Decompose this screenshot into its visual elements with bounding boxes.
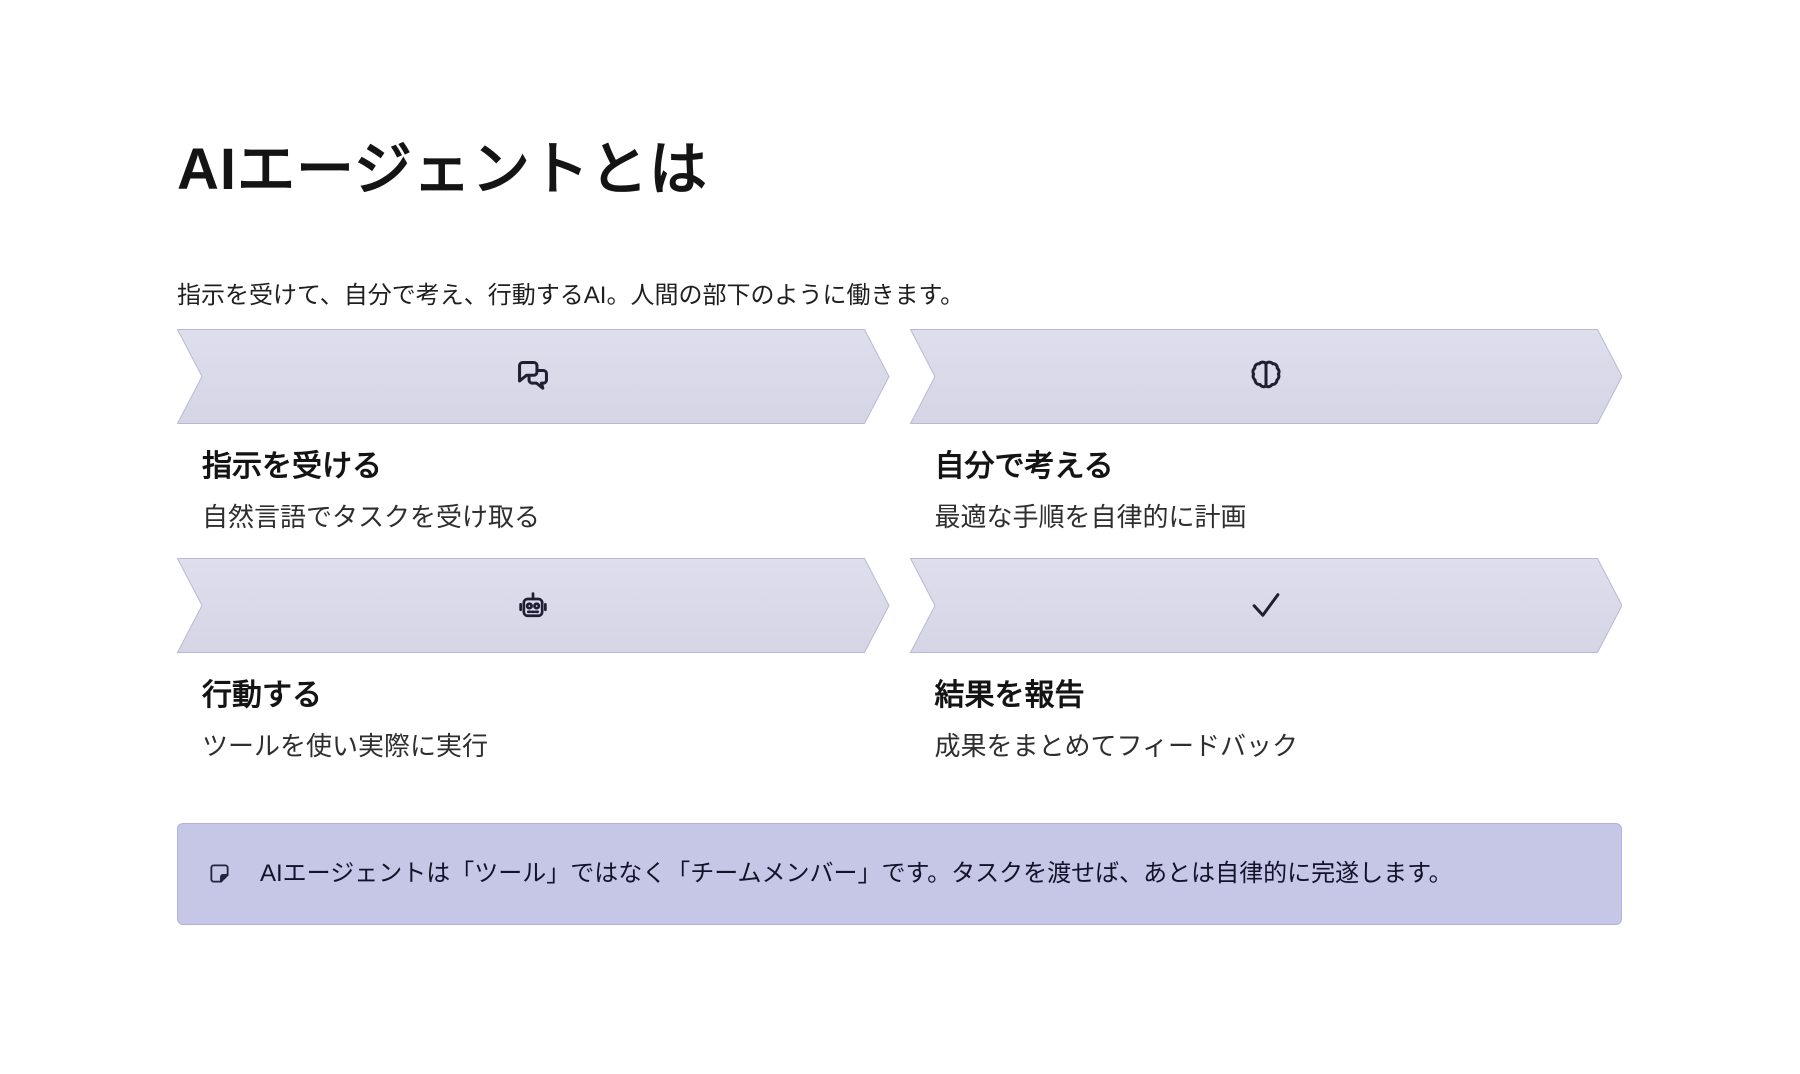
step-description: 最適な手順を自律的に計画 [934, 501, 1247, 532]
step-title: 指示を受ける [202, 449, 382, 483]
chat-bubbles-icon [514, 357, 552, 395]
check-icon [1247, 586, 1285, 624]
step-description: ツールを使い実際に実行 [202, 730, 489, 761]
step-card-act: 行動する ツールを使い実際に実行 [177, 558, 890, 762]
step-card-think: 自分で考える 最適な手順を自律的に計画 [910, 329, 1623, 533]
slide-content: AIエージェントとは 指示を受けて、自分で考え、行動するAI。人間の部下のように… [177, 135, 1622, 925]
sticky-note-icon [208, 862, 231, 885]
page-title: AIエージェントとは [177, 137, 708, 202]
step-banner-arrow [177, 558, 890, 653]
brain-icon [1247, 357, 1285, 395]
step-title: 行動する [202, 678, 322, 712]
step-banner-arrow [910, 329, 1623, 424]
summary-callout: AIエージェントは「ツール」ではなく「チームメンバー」です。タスクを渡せば、あと… [177, 822, 1622, 925]
step-banner-arrow [177, 329, 890, 424]
step-description: 自然言語でタスクを受け取る [202, 501, 541, 532]
summary-callout-text: AIエージェントは「ツール」ではなく「チームメンバー」です。タスクを渡せば、あと… [260, 859, 1453, 887]
agent-flow-diagram: 指示を受ける 自然言語でタスクを受け取る [177, 329, 1622, 762]
chevron-band-shape [910, 558, 1623, 653]
step-title: 結果を報告 [934, 678, 1085, 712]
step-description: 成果をまとめてフィードバック [934, 730, 1298, 761]
step-card-report: 結果を報告 成果をまとめてフィードバック [910, 558, 1623, 762]
chevron-band-shape [177, 558, 890, 653]
step-banner-arrow [910, 558, 1623, 653]
step-title: 自分で考える [934, 449, 1114, 483]
robot-icon [514, 586, 552, 624]
step-card-receive: 指示を受ける 自然言語でタスクを受け取る [177, 329, 890, 533]
page-subtitle: 指示を受けて、自分で考え、行動するAI。人間の部下のように働きます。 [177, 281, 965, 309]
